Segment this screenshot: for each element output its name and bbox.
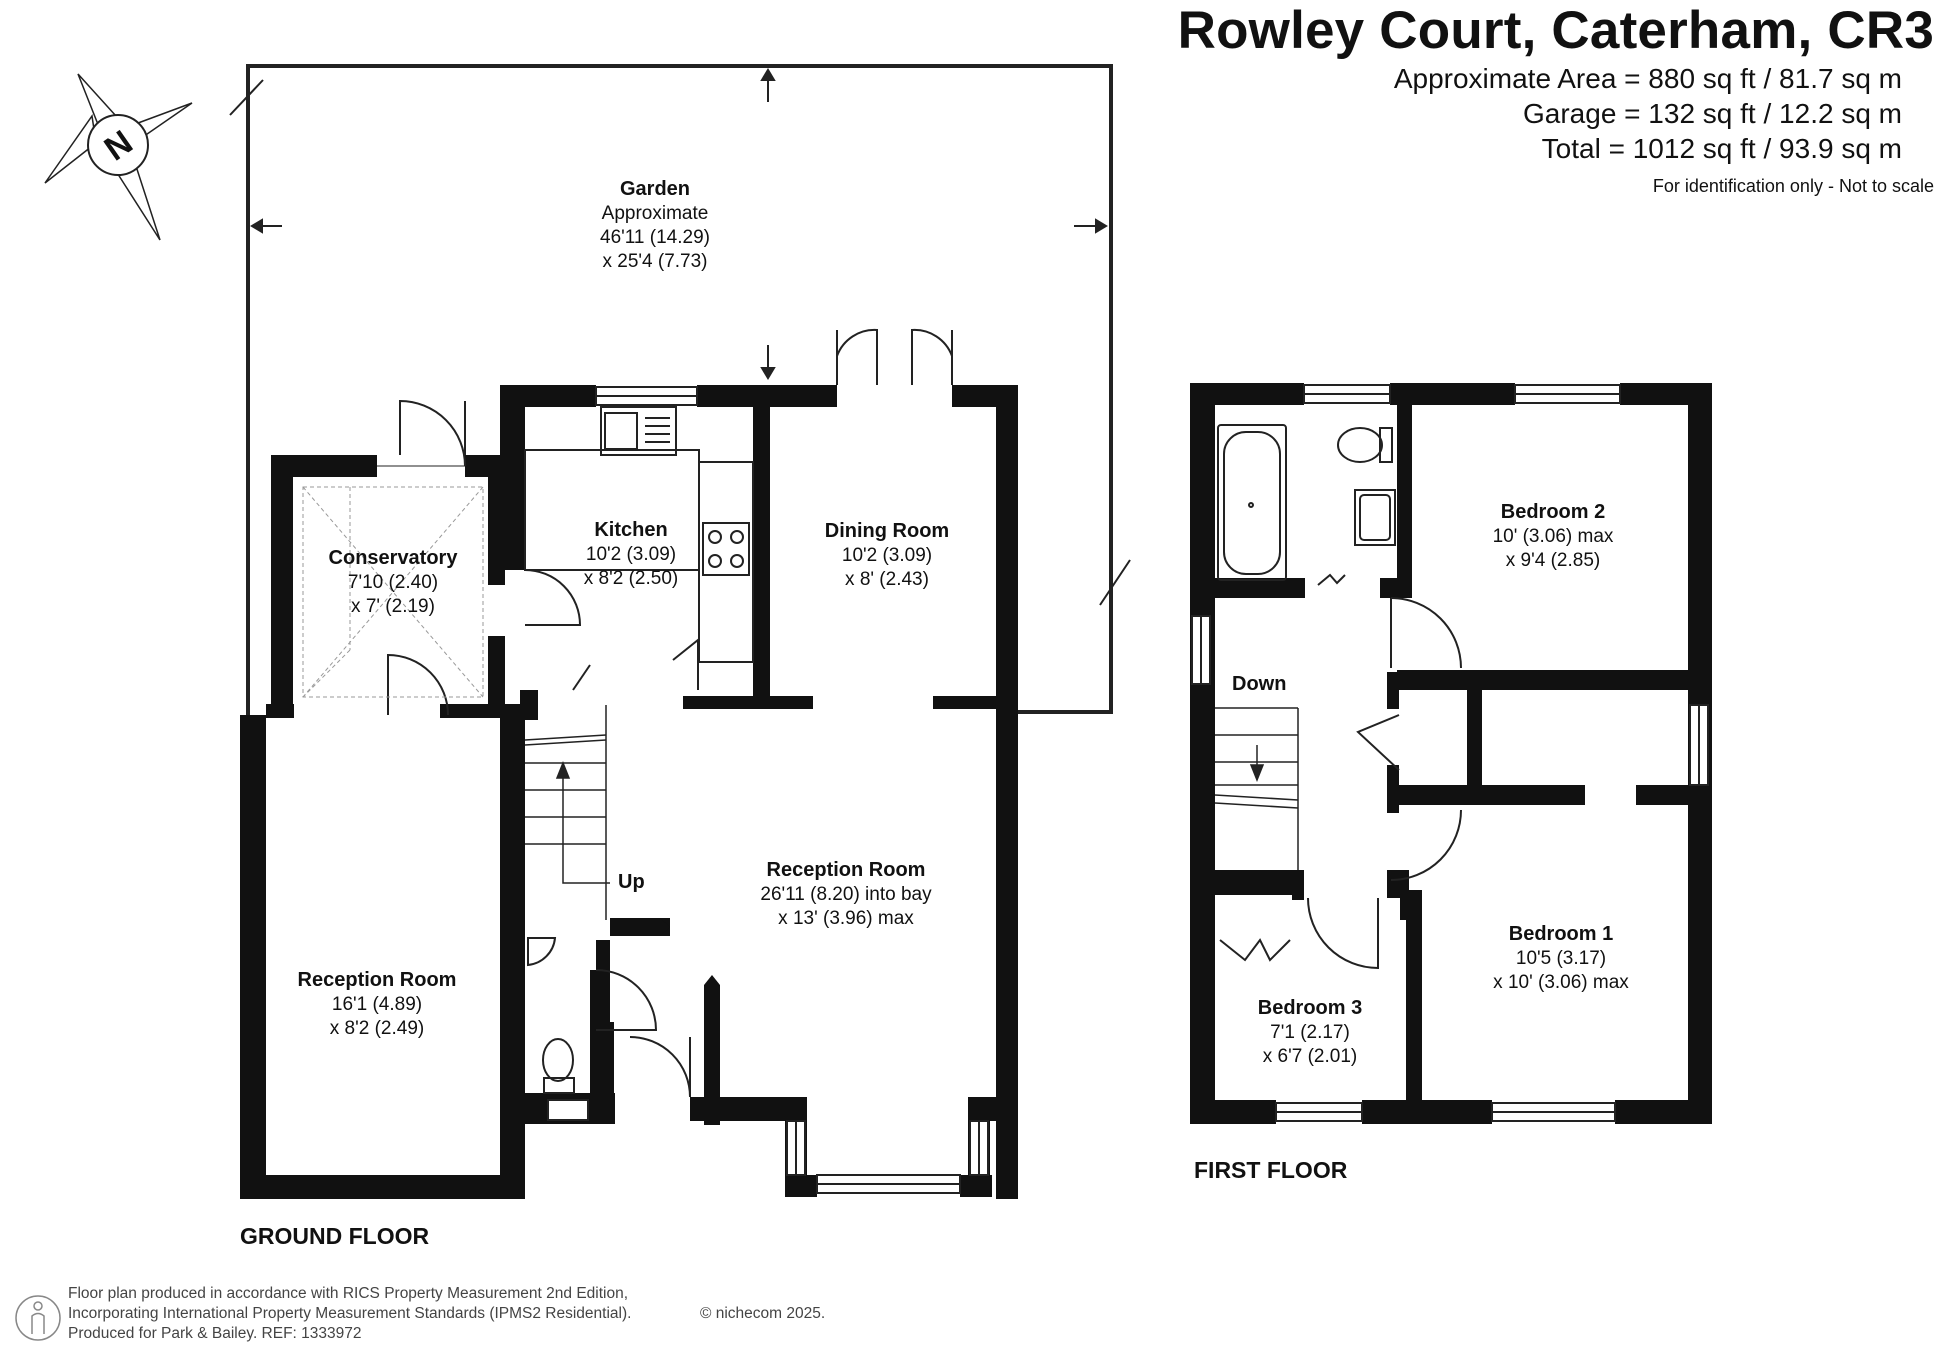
first-floor-windows — [1191, 384, 1709, 1122]
conservatory-dim-2: x 7' (2.19) — [351, 596, 435, 617]
total-area: Total = 1012 sq ft / 93.9 sq m — [1541, 133, 1902, 164]
first-floor-doors — [1219, 573, 1462, 970]
reception-main-dim-2: x 13' (3.96) max — [778, 908, 914, 929]
dining-room-dim-1: 10'2 (3.09) — [842, 545, 932, 566]
garden-dim-2: 46'11 (14.29) — [600, 227, 710, 248]
reception-main-name: Reception Room — [767, 859, 926, 881]
approximate-area: Approximate Area = 880 sq ft / 81.7 sq m — [1393, 63, 1902, 94]
garden-label: Garden Approximate 46'11 (14.29) x 25'4 … — [600, 178, 710, 272]
conservatory-name: Conservatory — [329, 547, 459, 569]
scale-disclaimer: For identification only - Not to scale — [1652, 176, 1934, 196]
bedroom-1-dim-1: 10'5 (3.17) — [1516, 948, 1606, 969]
person-icon — [15, 1295, 61, 1341]
dining-room-name: Dining Room — [825, 520, 949, 542]
bedroom-2-dim-2: x 9'4 (2.85) — [1506, 550, 1600, 571]
footer-ipms-note: Incorporating International Property Mea… — [68, 1305, 632, 1322]
bedroom-1-name: Bedroom 1 — [1509, 923, 1613, 945]
first-floor-label: FIRST FLOOR — [1194, 1157, 1348, 1183]
ground-floor-label: GROUND FLOOR — [240, 1223, 429, 1249]
reception-side-dim-2: x 8'2 (2.49) — [330, 1018, 424, 1039]
dining-room-label: Dining Room 10'2 (3.09) x 8' (2.43) — [825, 520, 949, 590]
bedroom-2-name: Bedroom 2 — [1501, 501, 1605, 523]
bedroom-2-dim-1: 10' (3.06) max — [1493, 526, 1614, 547]
conservatory-dim-1: 7'10 (2.40) — [348, 572, 438, 593]
first-floor-stairs — [1214, 707, 1299, 870]
bedroom-3-label: Bedroom 3 7'1 (2.17) x 6'7 (2.01) — [1258, 997, 1362, 1067]
garden-dimension-arrows — [250, 68, 1108, 380]
page-title: Rowley Court, Caterham, CR3 — [1177, 1, 1934, 60]
garden-dim-3: x 25'4 (7.73) — [602, 251, 707, 272]
ground-floor-doors — [377, 328, 953, 1098]
ground-floor-windows — [547, 386, 989, 1194]
wc-fittings — [527, 937, 575, 1094]
bedroom-3-dim-1: 7'1 (2.17) — [1270, 1022, 1350, 1043]
footer-rics-note: Floor plan produced in accordance with R… — [68, 1285, 629, 1302]
garden-name: Garden — [620, 178, 690, 200]
first-floor-walls — [1190, 383, 1712, 1124]
copyright-notice: © nichecom 2025. — [700, 1305, 826, 1322]
kitchen-fittings — [524, 406, 754, 663]
bedroom-3-name: Bedroom 3 — [1258, 997, 1362, 1019]
ground-floor-walls — [240, 385, 1018, 1199]
reception-side-name: Reception Room — [298, 969, 457, 991]
ground-floor-stairs — [524, 705, 610, 920]
garden-dim-1: Approximate — [602, 203, 709, 224]
reception-room-side-label: Reception Room 16'1 (4.89) x 8'2 (2.49) — [298, 969, 457, 1039]
kitchen-dim-1: 10'2 (3.09) — [586, 544, 676, 565]
stairs-up-label: Up — [618, 871, 645, 893]
bedroom-1-label: Bedroom 1 10'5 (3.17) x 10' (3.06) max — [1493, 923, 1629, 993]
kitchen-name: Kitchen — [594, 519, 667, 541]
kitchen-label: Kitchen 10'2 (3.09) x 8'2 (2.50) — [584, 519, 678, 589]
stairs-down-label: Down — [1232, 673, 1286, 695]
conservatory-glazing — [302, 486, 484, 698]
compass-rose-icon: N — [44, 73, 193, 241]
bathroom-fittings — [1217, 424, 1396, 581]
reception-room-main-label: Reception Room 26'11 (8.20) into bay x 1… — [760, 859, 932, 929]
garage-area: Garage = 132 sq ft / 12.2 sq m — [1523, 98, 1902, 129]
kitchen-dim-2: x 8'2 (2.50) — [584, 568, 678, 589]
reception-main-dim-1: 26'11 (8.20) into bay — [760, 884, 932, 905]
reception-side-dim-1: 16'1 (4.89) — [332, 994, 422, 1015]
garden-boundary — [229, 64, 1131, 715]
dining-room-dim-2: x 8' (2.43) — [845, 569, 929, 590]
conservatory-label: Conservatory 7'10 (2.40) x 7' (2.19) — [329, 547, 459, 617]
footer-reference: Produced for Park & Bailey. REF: 1333972 — [68, 1325, 362, 1342]
bedroom-1-dim-2: x 10' (3.06) max — [1493, 972, 1629, 993]
bedroom-2-label: Bedroom 2 10' (3.06) max x 9'4 (2.85) — [1493, 501, 1614, 571]
bedroom-3-dim-2: x 6'7 (2.01) — [1263, 1046, 1357, 1067]
